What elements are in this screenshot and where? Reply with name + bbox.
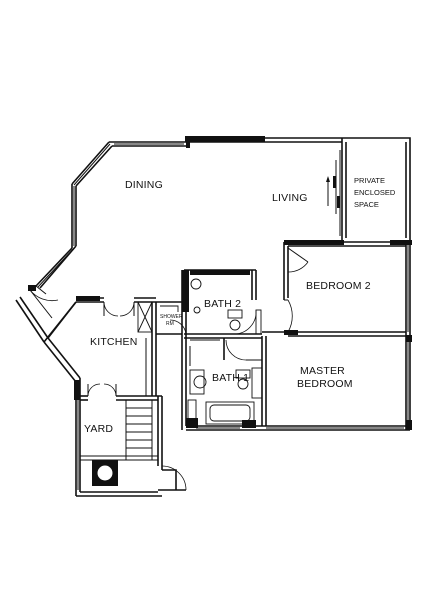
label-master-1: MASTER (300, 365, 345, 377)
outer-walls (15, 137, 411, 497)
label-shower-2: RM (166, 321, 174, 327)
toilet-icon (229, 319, 241, 331)
yard-stairs (80, 400, 158, 461)
washer-icon (97, 465, 113, 481)
room-labels: DINING LIVING PRIVATE ENCLOSED SPACE BED… (84, 176, 396, 435)
label-living: LIVING (272, 192, 308, 204)
toilet-icon-2 (237, 378, 249, 390)
label-dining: DINING (125, 179, 163, 191)
label-bedroom-2: BEDROOM 2 (306, 280, 371, 292)
label-bath-1: BATH 1 (212, 372, 249, 384)
wash-basin-icon (190, 278, 202, 290)
windows (37, 143, 409, 490)
label-shower-1: SHOWER (160, 314, 183, 320)
label-private-2: ENCLOSED (354, 188, 396, 197)
doors (29, 247, 309, 491)
label-private-1: PRIVATE (354, 176, 385, 185)
wash-basin-icon-2 (193, 375, 207, 389)
label-master-2: BEDROOM (297, 378, 353, 390)
label-private-3: SPACE (354, 200, 379, 209)
label-yard: YARD (84, 423, 113, 435)
fixtures (80, 278, 255, 481)
label-kitchen: KITCHEN (90, 336, 138, 348)
label-bath-2: BATH 2 (204, 298, 241, 310)
bathtub-icon (205, 401, 255, 425)
